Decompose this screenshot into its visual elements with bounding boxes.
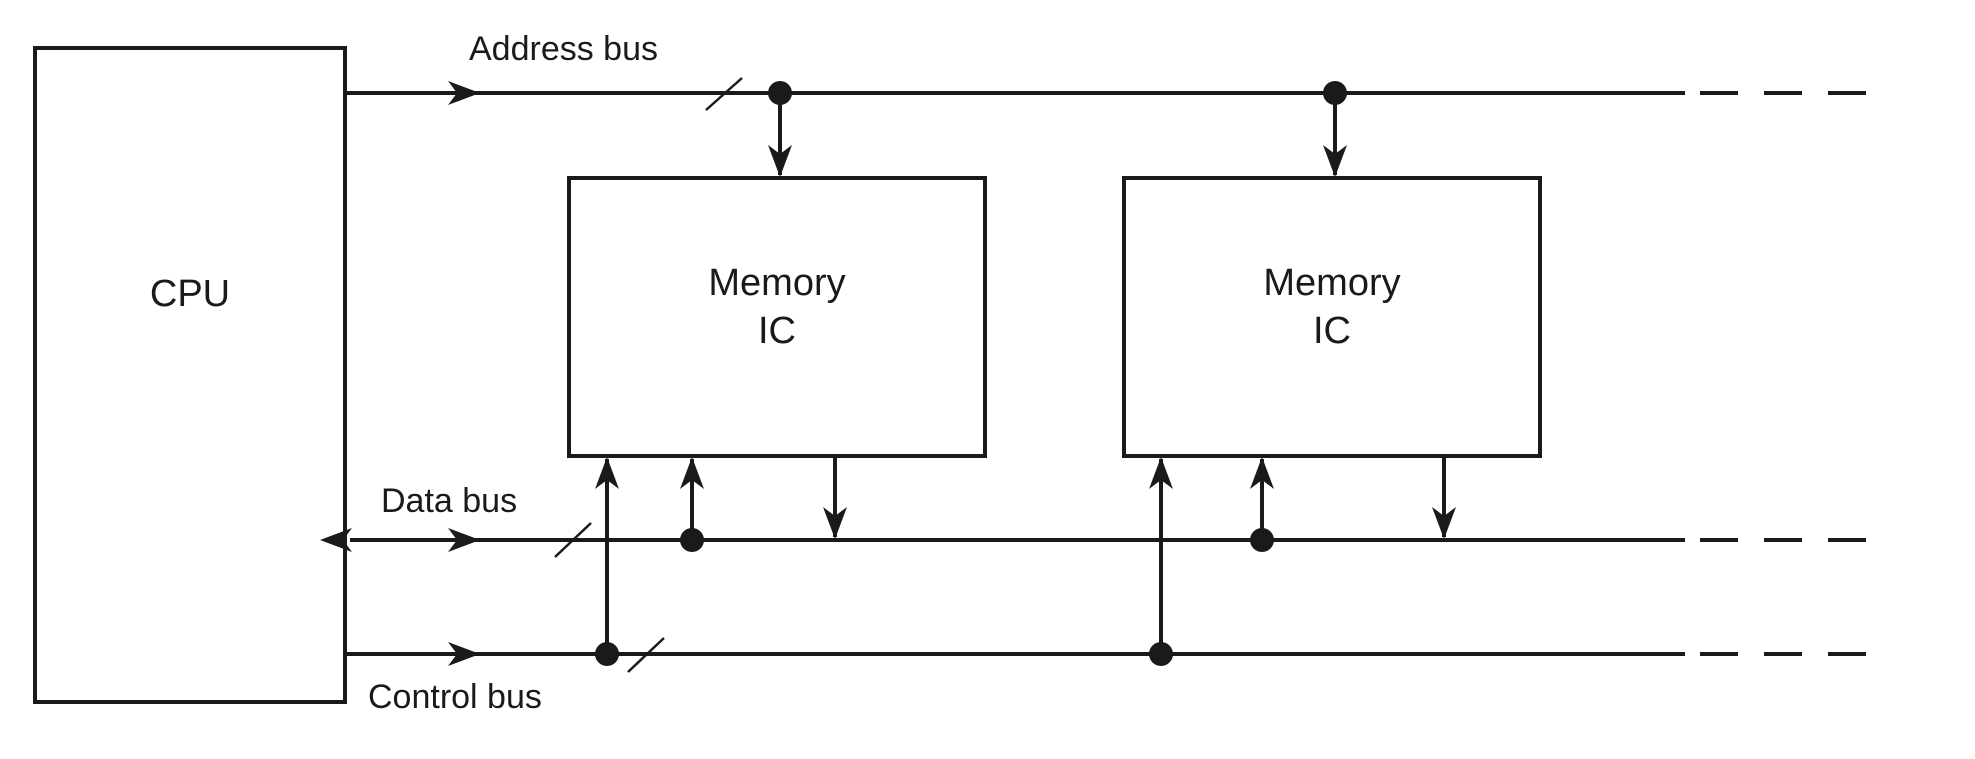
data-bus-width-slash (554, 522, 592, 558)
control-bus-label: Control bus (368, 678, 542, 716)
cpu-block (33, 46, 347, 704)
address-bus-label: Address bus (469, 30, 658, 68)
control-junction-dot-2 (1149, 642, 1173, 666)
data-bus-label: Data bus (381, 482, 517, 520)
data-junction-dot-1 (680, 528, 704, 552)
control-junction-dot-1 (595, 642, 619, 666)
memory-ic-1-label-line2: IC (758, 310, 796, 352)
data-junction-dot-2 (1250, 528, 1274, 552)
memory-ic-1-label-line1: Memory (708, 262, 845, 304)
memory-ic-block-2 (1122, 176, 1542, 458)
memory-ic-2-label-line1: Memory (1263, 262, 1400, 304)
address-bus-width-slash (705, 77, 743, 111)
memory-ic-block-1 (567, 176, 987, 458)
cpu-label: CPU (150, 273, 230, 315)
memory-ic-2-label-line2: IC (1313, 310, 1351, 352)
address-junction-dot-2 (1323, 81, 1347, 105)
control-bus-width-slash (627, 637, 665, 673)
address-junction-dot-1 (768, 81, 792, 105)
